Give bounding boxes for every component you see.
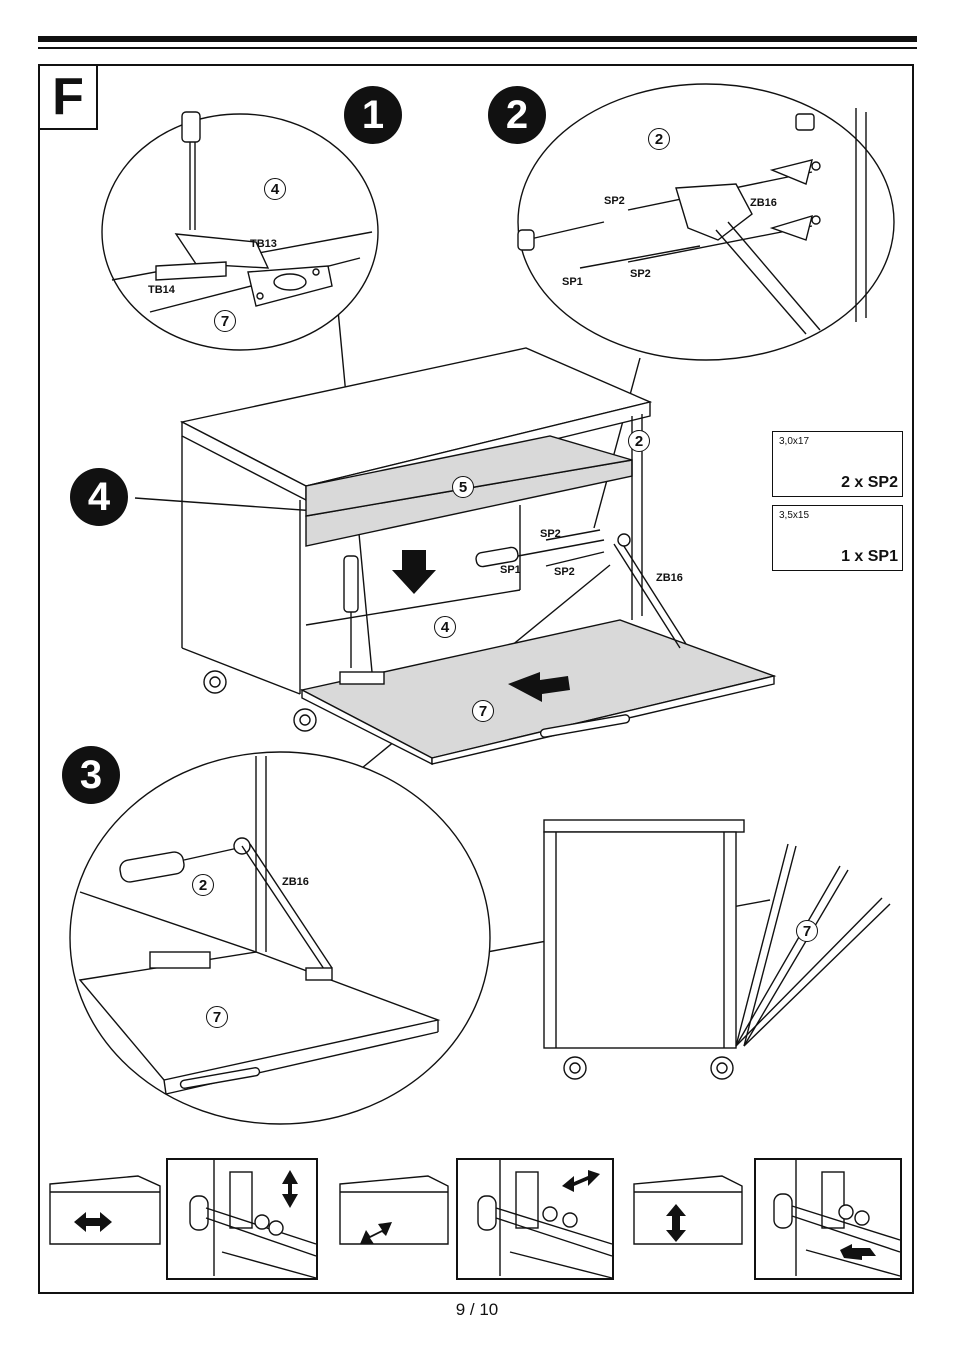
label-sp2: SP2 <box>630 268 651 280</box>
callout-line-2 <box>593 357 641 529</box>
side-view-cabinet <box>543 819 891 1080</box>
label-zb16: ZB16 <box>282 876 309 888</box>
bracket-detail-1 <box>189 1160 317 1279</box>
arrow-push <box>508 672 570 702</box>
bracket-detail-2 <box>477 1160 613 1279</box>
part-marker-2: 2 <box>648 128 670 150</box>
hardware-box-sp1: 3,5x15 1 x SP1 <box>772 505 903 571</box>
thumbnail-frame-1 <box>166 1158 318 1280</box>
label-sp2: SP2 <box>554 566 575 578</box>
label-tb14: TB14 <box>148 284 175 296</box>
header-thick-rule <box>38 36 917 42</box>
part-marker-5: 5 <box>452 476 474 498</box>
label-zb16: ZB16 <box>656 572 683 584</box>
arrow-down <box>392 550 436 594</box>
hardware-box-sp2: 3,0x17 2 x SP2 <box>772 431 903 497</box>
instruction-frame <box>38 64 914 1294</box>
screw-size: 3,5x15 <box>779 510 810 521</box>
part-marker-2: 2 <box>628 430 650 452</box>
part-marker-2: 2 <box>192 874 214 896</box>
adjustment-thumbnails <box>49 1175 743 1245</box>
screw-quantity: 2 x SP2 <box>841 474 898 491</box>
part-marker-7: 7 <box>206 1006 228 1028</box>
thumbnail-frame-3 <box>754 1158 902 1280</box>
arrow-diagonal <box>360 1222 392 1244</box>
step-number-1: 1 <box>344 86 402 144</box>
part-marker-7: 7 <box>214 310 236 332</box>
label-sp1: SP1 <box>562 276 583 288</box>
label-sp2: SP2 <box>540 528 561 540</box>
label-sp1: SP1 <box>500 564 521 576</box>
arrow-left-right <box>74 1212 112 1232</box>
page-number: 9 / 10 <box>455 1300 499 1319</box>
part-marker-4: 4 <box>434 616 456 638</box>
step-number-3: 3 <box>62 746 120 804</box>
thumbnail-frame-2 <box>456 1158 614 1280</box>
part-marker-7: 7 <box>796 920 818 942</box>
part-marker-4: 4 <box>264 178 286 200</box>
screwdriver <box>343 555 359 613</box>
section-letter: F <box>38 64 98 130</box>
callout-line-4 <box>134 497 331 513</box>
label-zb16: ZB16 <box>750 197 777 209</box>
detail-circle-2 <box>517 83 895 361</box>
header-thin-rule <box>38 47 917 49</box>
detail-circle-1 <box>101 111 379 351</box>
screw-quantity: 1 x SP1 <box>841 548 898 565</box>
cabinet-main <box>179 347 777 766</box>
label-tb13: TB13 <box>250 238 277 250</box>
step-number-4: 4 <box>70 468 128 526</box>
arrow-up-down <box>666 1204 686 1242</box>
label-sp2: SP2 <box>604 195 625 207</box>
detail-circle-3 <box>69 751 491 1125</box>
part-marker-7: 7 <box>472 700 494 722</box>
step-number-2: 2 <box>488 86 546 144</box>
screw-size: 3,0x17 <box>779 436 810 447</box>
bracket-detail-3 <box>773 1160 901 1277</box>
